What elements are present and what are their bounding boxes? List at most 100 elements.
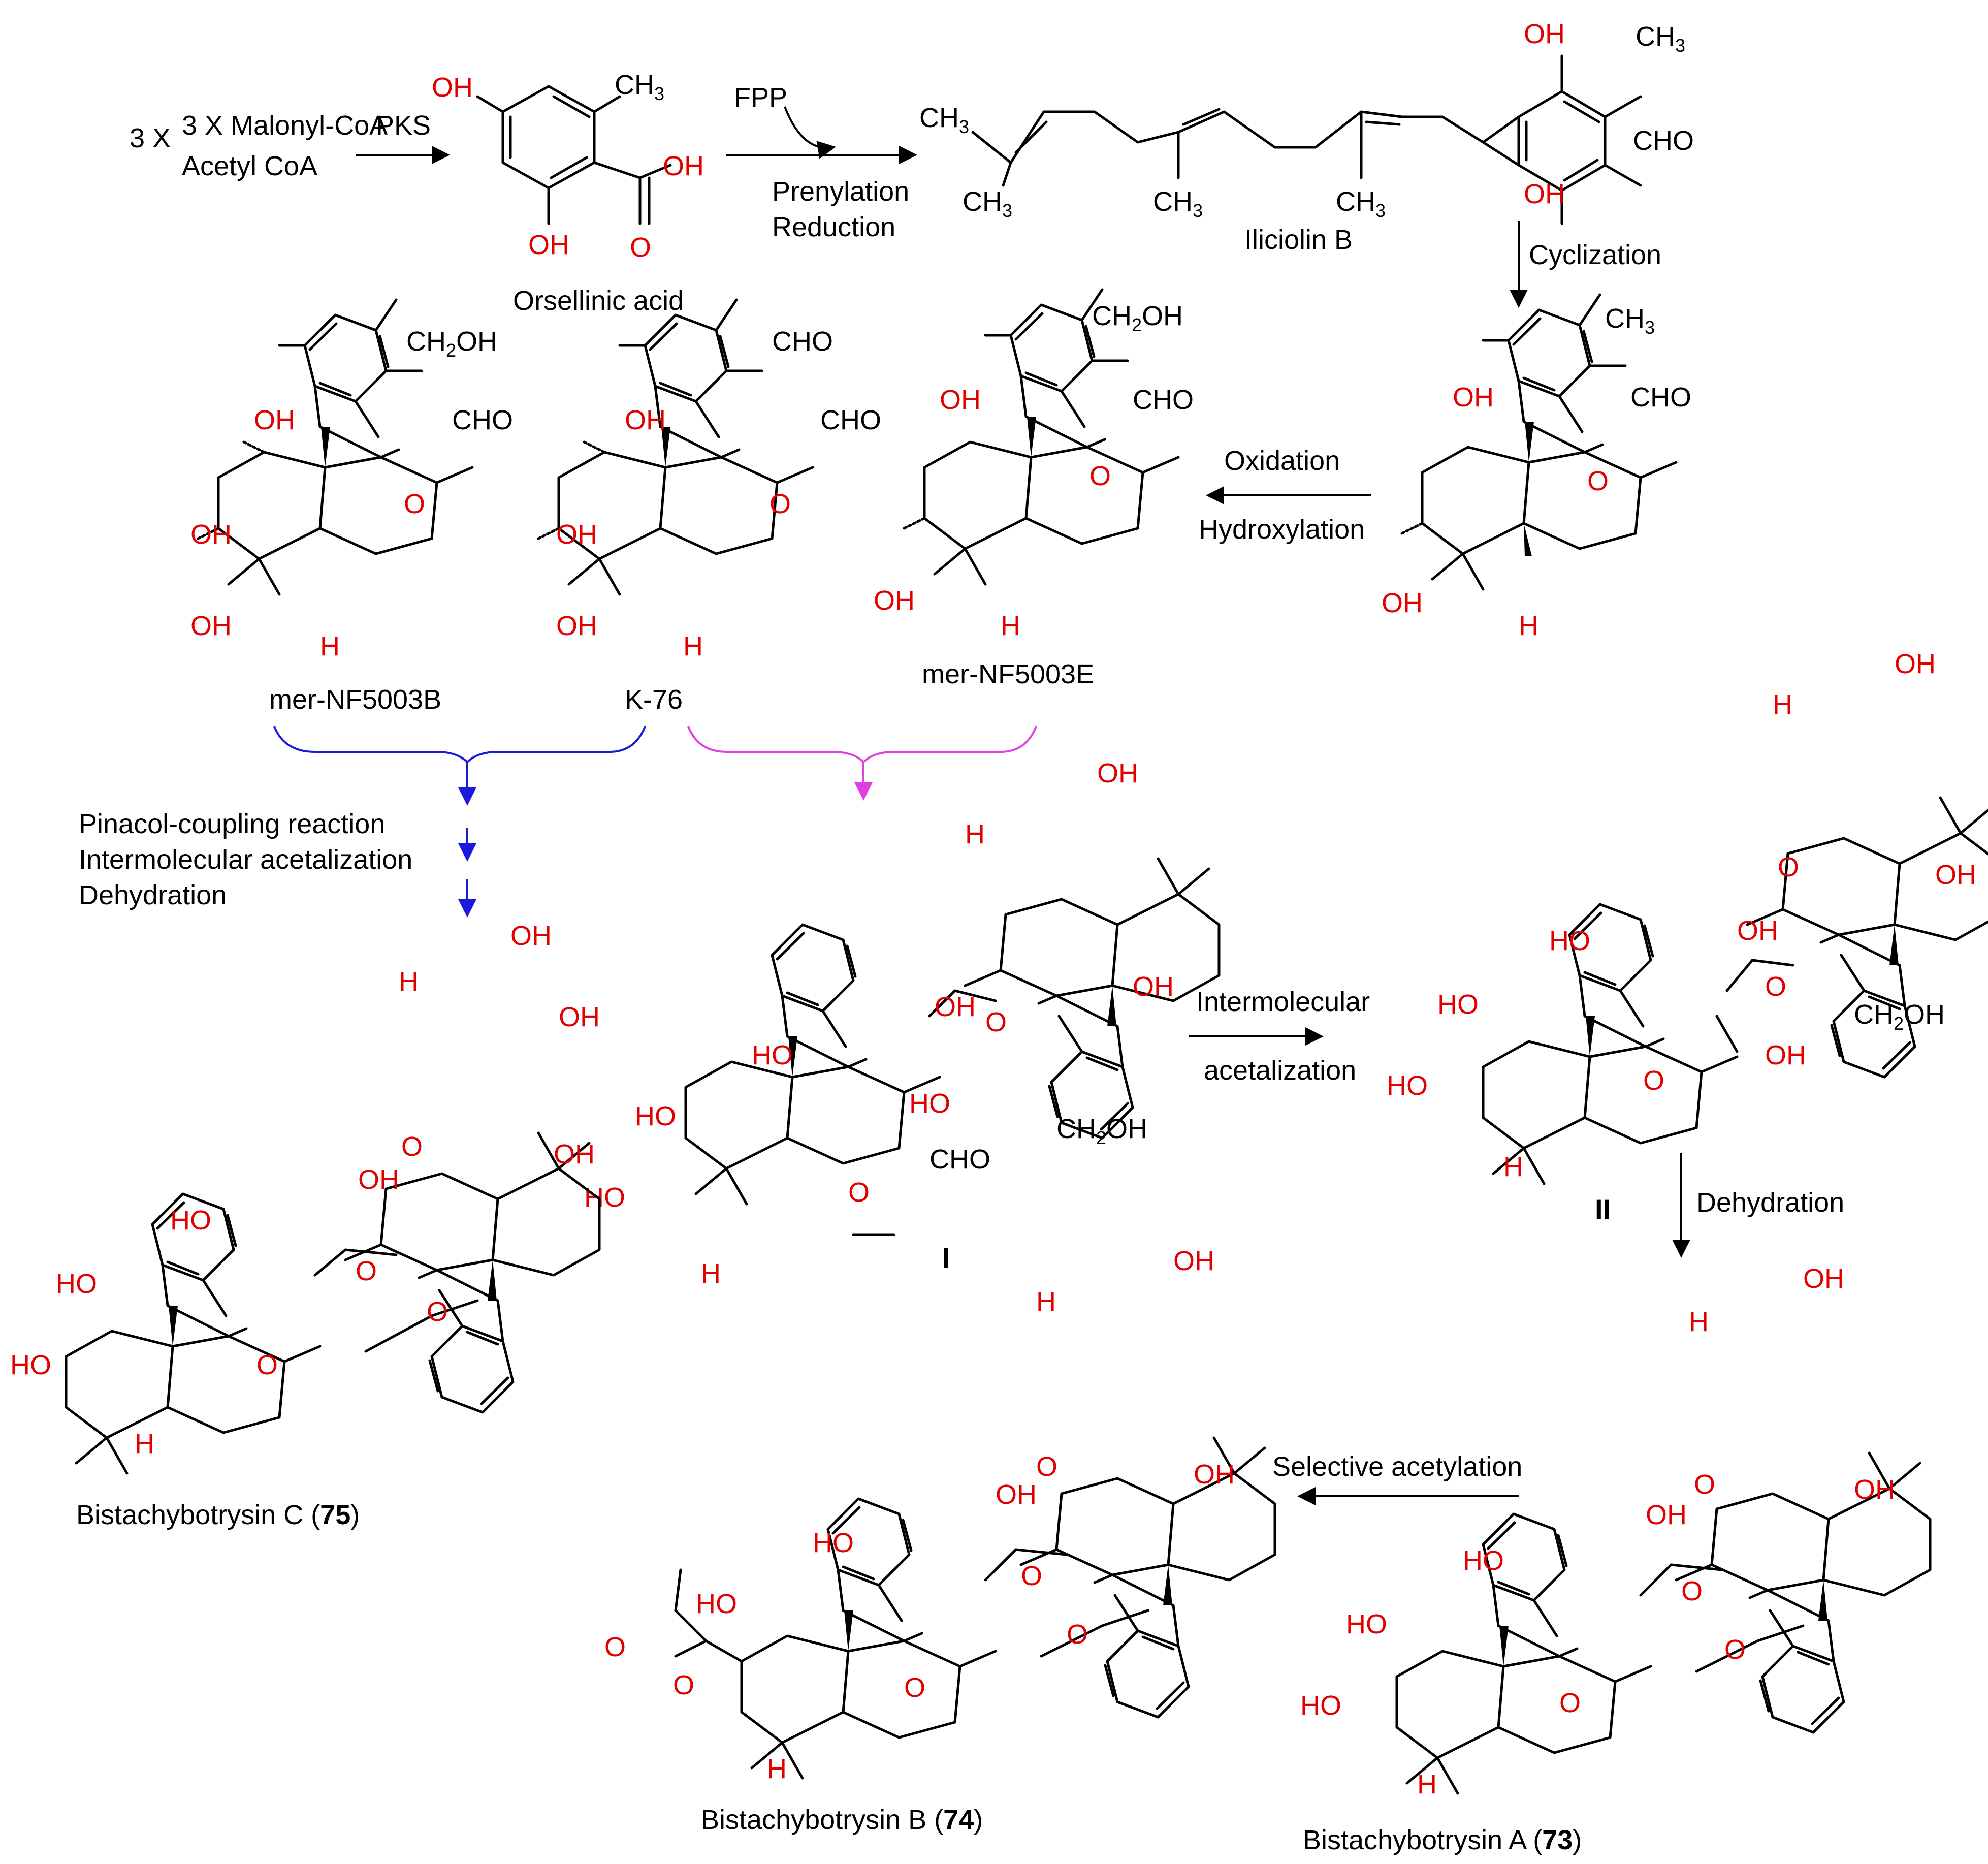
iliciolin-cho: CHO bbox=[1633, 125, 1694, 156]
orsellinic-cooh-oh: OH bbox=[663, 151, 704, 181]
mer-b-ch2oh: CH2OH bbox=[406, 326, 497, 361]
mer-e-oh: OH bbox=[940, 385, 981, 415]
int2-ring-o: O bbox=[1643, 1065, 1664, 1096]
bis-b-h-top: H bbox=[1036, 1286, 1056, 1317]
int1-oh-top: OH bbox=[1097, 758, 1138, 788]
bis-c-oh-arom-top: OH bbox=[554, 1139, 595, 1170]
cyclized-ring-o: O bbox=[1587, 466, 1609, 496]
bis-a-oh-bridge: OH bbox=[1646, 1500, 1687, 1530]
iliciolin-b-structure bbox=[971, 54, 1642, 225]
mer-e-h: H bbox=[1001, 611, 1020, 641]
int1-oh-diol-a: OH bbox=[935, 992, 976, 1022]
int2-ho-c2: HO bbox=[1437, 989, 1479, 1020]
label-iliciolin-b: Iliciolin B bbox=[1244, 225, 1353, 255]
bis-c-h: H bbox=[135, 1429, 154, 1459]
label-selective-acetylation: Selective acetylation bbox=[1272, 1451, 1522, 1482]
mer-b-oh: OH bbox=[254, 405, 295, 435]
orsellinic-ch3: CH3 bbox=[615, 70, 664, 104]
label-bistachybotrysin-a: Bistachybotrysin A (73) bbox=[1303, 1825, 1582, 1855]
cyclized-h: H bbox=[1519, 611, 1538, 641]
bis-c-ho-c2: HO bbox=[56, 1269, 97, 1299]
iliciolin-ch3-b: CH3 bbox=[963, 186, 1012, 221]
int2-ho-arom: HO bbox=[1549, 926, 1590, 956]
fpp-curved-arrow bbox=[784, 106, 836, 159]
int2-ring-o-top: O bbox=[1778, 852, 1799, 882]
bis-b-h: H bbox=[767, 1754, 787, 1784]
bis-a-ho-c3: HO bbox=[1300, 1690, 1341, 1721]
label-fpp: FPP bbox=[734, 82, 787, 113]
label-intermolecular-acetalization-blue: Intermolecular acetalization bbox=[79, 844, 412, 875]
int2-o-bridge: O bbox=[1765, 971, 1786, 1002]
bis-c-o-ring: O bbox=[427, 1297, 448, 1327]
int1-ho-c2: HO bbox=[635, 1101, 676, 1131]
label-prenylation: Prenylation bbox=[772, 176, 909, 207]
int1-cho: CHO bbox=[929, 1144, 990, 1175]
mer-nf5003b-structure bbox=[197, 298, 472, 594]
intermediate-ii-structure bbox=[1483, 798, 1988, 1184]
label-intermolecular: Intermolecular bbox=[1196, 987, 1370, 1017]
orsellinic-oh-bottom: OH bbox=[528, 230, 569, 260]
label-mer-nf5003e: mer-NF5003E bbox=[922, 659, 1094, 689]
bis-c-oh-a: OH bbox=[510, 921, 552, 951]
cyclized-oh: OH bbox=[1453, 382, 1494, 413]
label-k76: K-76 bbox=[625, 684, 683, 715]
bis-c-oh-b: OH bbox=[559, 1002, 600, 1032]
label-mer-nf5003b: mer-NF5003B bbox=[269, 684, 441, 715]
int2-ho-c3: HO bbox=[1387, 1070, 1428, 1101]
bis-b-acetyl-o: O bbox=[604, 1632, 626, 1662]
int1-ch2oh: CH2OH bbox=[1056, 1114, 1147, 1148]
bis-c-o-bridge: O bbox=[356, 1256, 377, 1286]
int1-h-top: H bbox=[965, 819, 985, 849]
mer-e-ch2oh: CH2OH bbox=[1092, 301, 1183, 335]
bis-a-ring-o-top: O bbox=[1694, 1469, 1715, 1500]
iliciolin-ch3-ring: CH3 bbox=[1636, 21, 1685, 56]
k76-h: H bbox=[683, 631, 703, 661]
mer-e-ring-o: O bbox=[1089, 461, 1111, 491]
label-dehydration-blue: Dehydration bbox=[79, 880, 227, 910]
bis-a-h-top: H bbox=[1689, 1307, 1709, 1337]
label-orsellinic-acid: Orsellinic acid bbox=[513, 286, 684, 316]
intermediate-i-structure bbox=[686, 859, 1219, 1236]
bis-b-oh-bridge: OH bbox=[996, 1479, 1037, 1510]
bis-c-ring-o: O bbox=[256, 1350, 278, 1380]
bis-b-o-bridge: O bbox=[1021, 1561, 1042, 1591]
bis-a-h: H bbox=[1417, 1769, 1437, 1799]
magenta-pathway-bracket bbox=[687, 726, 1037, 764]
int2-oh-diol: OH bbox=[1737, 915, 1778, 946]
int1-ring-o: O bbox=[848, 1177, 870, 1208]
int1-ho-diol-b: HO bbox=[909, 1088, 950, 1119]
int2-ch2oh: CH2OH bbox=[1854, 999, 1945, 1034]
k76-oh-c3: OH bbox=[556, 611, 597, 641]
int1-h: H bbox=[701, 1258, 721, 1289]
k76-cho-top: CHO bbox=[772, 326, 833, 357]
bis-a-ho-c2: HO bbox=[1346, 1609, 1387, 1639]
mer-nf5003e-structure bbox=[903, 288, 1178, 584]
start-acetyl: Acetyl CoA bbox=[182, 151, 317, 181]
int1-oh-arom: OH bbox=[1133, 971, 1174, 1002]
bis-b-oh-arom-top: OH bbox=[1194, 1459, 1235, 1490]
mer-e-oh-c3: OH bbox=[874, 585, 915, 616]
mer-e-cho: CHO bbox=[1133, 385, 1194, 415]
label-pinacol: Pinacol-coupling reaction bbox=[79, 809, 385, 839]
blue-pathway-bracket bbox=[273, 726, 646, 764]
label-hydroxylation: Hydroxylation bbox=[1199, 514, 1365, 545]
bis-b-ester-o: O bbox=[673, 1670, 694, 1700]
bis-a-o-ring: O bbox=[1724, 1634, 1746, 1665]
bis-c-ring-o-top: O bbox=[401, 1131, 423, 1162]
label-reduction: Reduction bbox=[772, 212, 895, 242]
k76-oh-c2: OH bbox=[556, 519, 597, 550]
bis-c-ho-arom: HO bbox=[170, 1205, 211, 1236]
iliciolin-oh-top: OH bbox=[1524, 19, 1565, 49]
iliciolin-ch3-c: CH3 bbox=[1153, 186, 1203, 221]
orsellinic-acid-structure bbox=[476, 85, 672, 225]
bistachybotrysin-b-structure bbox=[674, 1438, 1275, 1778]
k76-ring-o: O bbox=[769, 489, 791, 519]
int1-ho-arom: HO bbox=[752, 1040, 793, 1070]
label-dehydration: Dehydration bbox=[1696, 1187, 1844, 1218]
bis-b-ho-c2: HO bbox=[696, 1589, 737, 1619]
label-pks: PKS bbox=[376, 110, 431, 141]
int1-ring-o-top: O bbox=[985, 1007, 1007, 1037]
bis-c-h-top: H bbox=[399, 966, 419, 997]
label-oxidation: Oxidation bbox=[1224, 446, 1340, 476]
